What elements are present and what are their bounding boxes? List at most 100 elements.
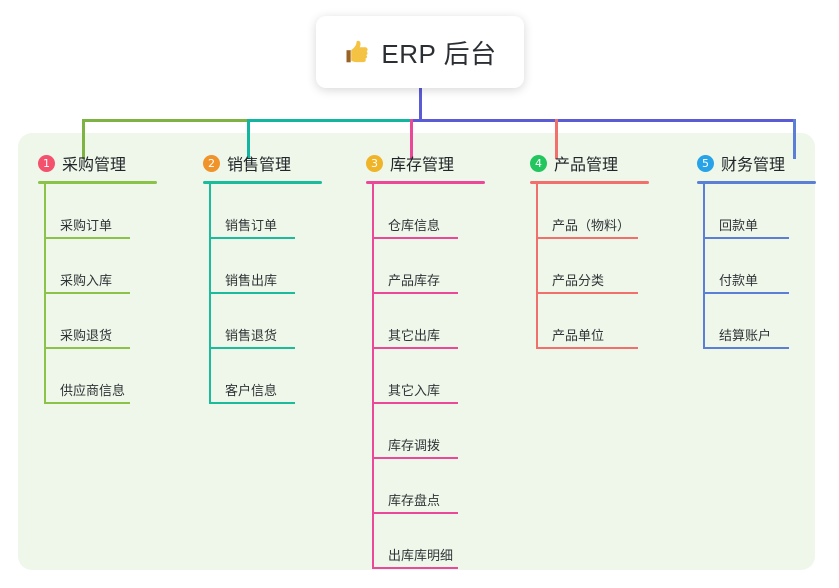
leaf-item[interactable]: 采购订单 (38, 184, 187, 239)
leaf-item-rule (209, 292, 295, 294)
leaf-item-rule (703, 347, 789, 349)
branch-header-2[interactable]: 2 销售管理 (203, 150, 352, 176)
leaf-item-label: 其它出库 (388, 328, 441, 343)
branch-title-2: 销售管理 (227, 157, 292, 174)
connector-bar-segment-2 (247, 119, 413, 122)
leaf-item-rule (372, 512, 458, 514)
branch-drop-2 (247, 119, 250, 159)
leaf-item[interactable]: 产品（物料） (530, 184, 679, 239)
leaf-item-rule (372, 402, 458, 404)
leaf-item[interactable]: 结算账户 (697, 294, 839, 349)
branch-badge-2: 2 (203, 154, 220, 172)
leaf-item-label: 销售出库 (225, 273, 278, 288)
branch-rule-3 (366, 181, 485, 184)
root-node[interactable]: ERP 后台 (316, 16, 524, 88)
leaf-item[interactable]: 库存调拨 (366, 404, 515, 459)
leaf-item-rule (703, 237, 789, 239)
connector-bar-segment-4 (419, 119, 558, 122)
branch-column-3: 3 库存管理仓库信息产品库存其它出库其它入库库存调拨库存盘点出库库明细 (366, 150, 515, 569)
branch-items-4: 产品（物料） 产品分类产品单位 (530, 184, 679, 349)
branch-drop-3 (410, 119, 413, 159)
leaf-item-label: 采购退货 (60, 328, 113, 343)
leaf-item-rule (44, 292, 130, 294)
branch-title-1: 采购管理 (62, 157, 127, 174)
leaf-item-rule (209, 347, 295, 349)
branch-column-1: 1 采购管理采购订单采购入库采购退货供应商信息 (38, 150, 187, 404)
leaf-item-label: 客户信息 (225, 383, 278, 398)
branch-header-1[interactable]: 1 采购管理 (38, 150, 187, 176)
branch-badge-3: 3 (366, 154, 383, 172)
leaf-item-label: 仓库信息 (388, 218, 441, 233)
leaf-item-label: 其它入库 (388, 383, 441, 398)
leaf-item[interactable]: 库存盘点 (366, 459, 515, 514)
leaf-item-rule (44, 347, 130, 349)
thumbs-up-icon (343, 38, 371, 66)
leaf-item-rule (703, 292, 789, 294)
root-stem (419, 88, 422, 122)
branch-badge-5: 5 (697, 154, 714, 172)
leaf-item[interactable]: 仓库信息 (366, 184, 515, 239)
leaf-item[interactable]: 付款单 (697, 239, 839, 294)
connector-bar-segment-1 (82, 119, 250, 122)
branch-spine-1 (44, 184, 46, 404)
branch-column-2: 2 销售管理销售订单销售出库销售退货客户信息 (203, 150, 352, 404)
branch-items-3: 仓库信息产品库存其它出库其它入库库存调拨库存盘点出库库明细 (366, 184, 515, 569)
branch-items-2: 销售订单销售出库销售退货客户信息 (203, 184, 352, 404)
leaf-item[interactable]: 产品库存 (366, 239, 515, 294)
leaf-item-label: 结算账户 (719, 328, 772, 343)
branch-rule-5 (697, 181, 816, 184)
leaf-item-label: 产品库存 (388, 273, 441, 288)
leaf-item-rule (536, 347, 638, 349)
leaf-item-rule (536, 292, 638, 294)
branch-items-5: 回款单付款单结算账户 (697, 184, 839, 349)
leaf-item[interactable]: 客户信息 (203, 349, 352, 404)
branch-title-3: 库存管理 (390, 157, 455, 174)
leaf-item-rule (209, 402, 295, 404)
leaf-item[interactable]: 其它入库 (366, 349, 515, 404)
branch-rule-4 (530, 181, 649, 184)
leaf-item[interactable]: 产品单位 (530, 294, 679, 349)
leaf-item-label: 库存调拨 (388, 438, 441, 453)
branch-drop-5 (793, 119, 796, 159)
leaf-item-label: 销售订单 (225, 218, 278, 233)
leaf-item-rule (372, 457, 458, 459)
leaf-item[interactable]: 出库库明细 (366, 514, 515, 569)
leaf-item-label: 产品单位 (552, 328, 605, 343)
leaf-item-rule (372, 237, 458, 239)
branch-header-3[interactable]: 3 库存管理 (366, 150, 515, 176)
branch-drop-1 (82, 119, 85, 159)
leaf-item-label: 销售退货 (225, 328, 278, 343)
leaf-item[interactable]: 销售出库 (203, 239, 352, 294)
leaf-item[interactable]: 其它出库 (366, 294, 515, 349)
leaf-item-label: 付款单 (719, 273, 759, 288)
leaf-item-rule (44, 402, 130, 404)
leaf-item[interactable]: 产品分类 (530, 239, 679, 294)
leaf-item-label: 采购入库 (60, 273, 113, 288)
branch-badge-4: 4 (530, 154, 547, 172)
branch-spine-4 (536, 184, 538, 349)
connector-bar-segment-5 (555, 119, 796, 122)
leaf-item-label: 产品分类 (552, 273, 605, 288)
leaf-item[interactable]: 销售退货 (203, 294, 352, 349)
branch-badge-1: 1 (38, 154, 55, 172)
leaf-item-label: 采购订单 (60, 218, 113, 233)
leaf-item-label: 出库库明细 (388, 548, 454, 563)
leaf-item[interactable]: 供应商信息 (38, 349, 187, 404)
leaf-item[interactable]: 采购入库 (38, 239, 187, 294)
leaf-item-rule (372, 567, 458, 569)
branch-items-1: 采购订单采购入库采购退货供应商信息 (38, 184, 187, 404)
leaf-item-rule (372, 347, 458, 349)
branches-panel (18, 133, 815, 570)
leaf-item-label: 产品（物料） (552, 218, 631, 233)
leaf-item[interactable]: 回款单 (697, 184, 839, 239)
leaf-item[interactable]: 销售订单 (203, 184, 352, 239)
leaf-item-rule (44, 237, 130, 239)
leaf-item-label: 供应商信息 (60, 383, 126, 398)
root-title: ERP 后台 (381, 38, 497, 69)
leaf-item-label: 回款单 (719, 218, 759, 233)
leaf-item[interactable]: 采购退货 (38, 294, 187, 349)
